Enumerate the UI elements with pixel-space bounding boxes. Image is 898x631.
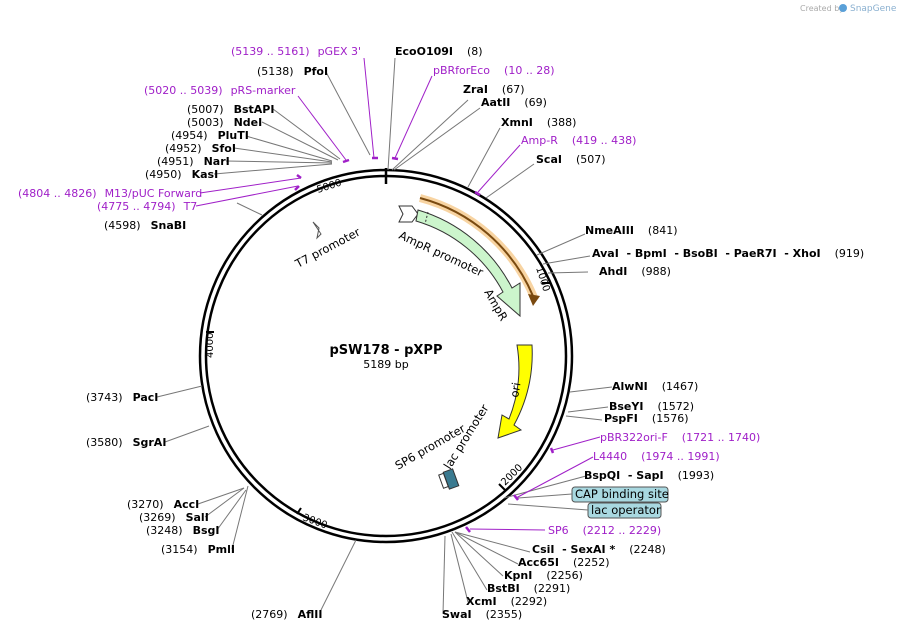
t7-promoter-arrow [312,221,322,240]
ampr-promoter-arrow [398,205,419,223]
primer-ampr: Amp-R(419 .. 438) [521,134,636,147]
tick-1000: 1000 [533,266,551,294]
enzyme-bsgi: (3248)BsgI [146,524,219,537]
primer-prsmarker: (5020 .. 5039)pRS-marker [144,84,296,97]
enzyme-ahdi: AhdI(988) [599,265,671,278]
enzyme-bstbi: BstBI(2291) [487,582,570,595]
enzyme-zrai: ZraI(67) [463,83,525,96]
tick-3000-mark [296,507,302,515]
plasmid-length: 5189 bp [363,358,408,371]
lac-operator-leader [507,503,589,511]
ampr-promoter-label: AmpR promoter [397,228,486,279]
primer-t7: (4775 .. 4794)T7 [97,200,197,213]
enzyme-ecoo109i: EcoO109I(8) [395,45,483,58]
ori-arrow [497,344,533,439]
primer-markers [294,156,555,533]
tick-5000: 5000 [316,178,344,196]
plasmid-name: pSW178 - pXPP [330,343,443,358]
enzyme-nari: (4951)NarI [157,155,230,168]
enzyme-paci: (3743)PacI [86,391,158,404]
cap-binding-site-label: CAP binding site [575,487,669,501]
enzyme-pfoi: (5138)PfoI [257,65,328,78]
enzyme-xcmi: XcmI(2292) [466,595,547,608]
enzyme-alwni: AlwNI(1467) [612,380,698,393]
enzyme-sali: (3269)SalI [139,511,209,524]
enzyme-bseyi: BseYI(1572) [609,400,694,413]
primer-pbrforeco: pBRforEco(10 .. 28) [433,64,555,77]
enzyme-aflii: (2769)AflII [251,608,322,621]
cap-binding-site-leader [517,493,573,499]
enzyme-swai: SwaI(2355) [442,608,522,621]
primer-pbr322ori: pBR322ori-F(1721 .. 1740) [600,431,760,444]
enzyme-acc65i: Acc65I(2252) [518,556,610,569]
watermark-prefix: Created by [800,4,844,13]
tick-4000: 4000 [205,333,216,358]
enzyme-bspqi-group: BspQI - SapI(1993) [584,469,714,482]
enzyme-sfoi: (4952)SfoI [165,142,236,155]
watermark-brand: SnapGene [850,4,897,14]
enzyme-acci: (3270)AccI [127,498,199,511]
enzyme-nmeaiii: NmeAIII(841) [585,224,678,237]
enzyme-avai-group: AvaI - BpmI - BsoBI - PaeR7I - XhoI(919) [592,247,864,260]
enzyme-pspfi: PspFI(1576) [604,412,688,425]
enzyme-pluti: (4954)PluTI [171,129,249,142]
primer-m13: (4804 .. 4826)M13/pUC Forward [18,187,202,200]
primer-l4440: L4440(1974 .. 1991) [593,450,720,463]
primer-leaders [195,57,601,531]
enzyme-kpni: KpnI(2256) [504,569,583,582]
enzyme-scai: ScaI(507) [536,153,606,166]
enzyme-csii-group: CsiI - SexAI *(2248) [532,543,666,556]
enzyme-xmni: XmnI(388) [501,116,576,129]
snapgene-logo-icon [839,4,847,12]
ampr-highlight-arrowhead [528,294,540,306]
enzyme-leaders [156,57,613,615]
t7-promoter-label: T7 promoter [292,225,363,271]
lac-operator-box [587,502,662,519]
ori-label: ori [507,381,523,398]
enzyme-bstapi: (5007)BstAPI [187,103,274,116]
primer-pgex3: (5139 .. 5161)pGEX 3' [231,45,361,58]
enzyme-kasi: (4950)KasI [145,168,218,181]
primer-sp6: SP6(2212 .. 2229) [548,524,661,537]
sp6-promoter-block [438,472,449,489]
tick-2000-mark [498,483,506,491]
enzyme-aatii: AatII(69) [481,96,547,109]
enzyme-snabi: (4598)SnaBI [104,219,186,232]
enzyme-ndei: (5003)NdeI [187,116,262,129]
ampr-highlight-line [419,197,534,297]
enzyme-sgrai: (3580)SgrAI [86,436,166,449]
enzyme-pmli: (3154)PmlI [161,543,235,556]
lac-operator-label: lac operator [591,503,661,517]
ampr-cds-arrow [415,209,521,318]
